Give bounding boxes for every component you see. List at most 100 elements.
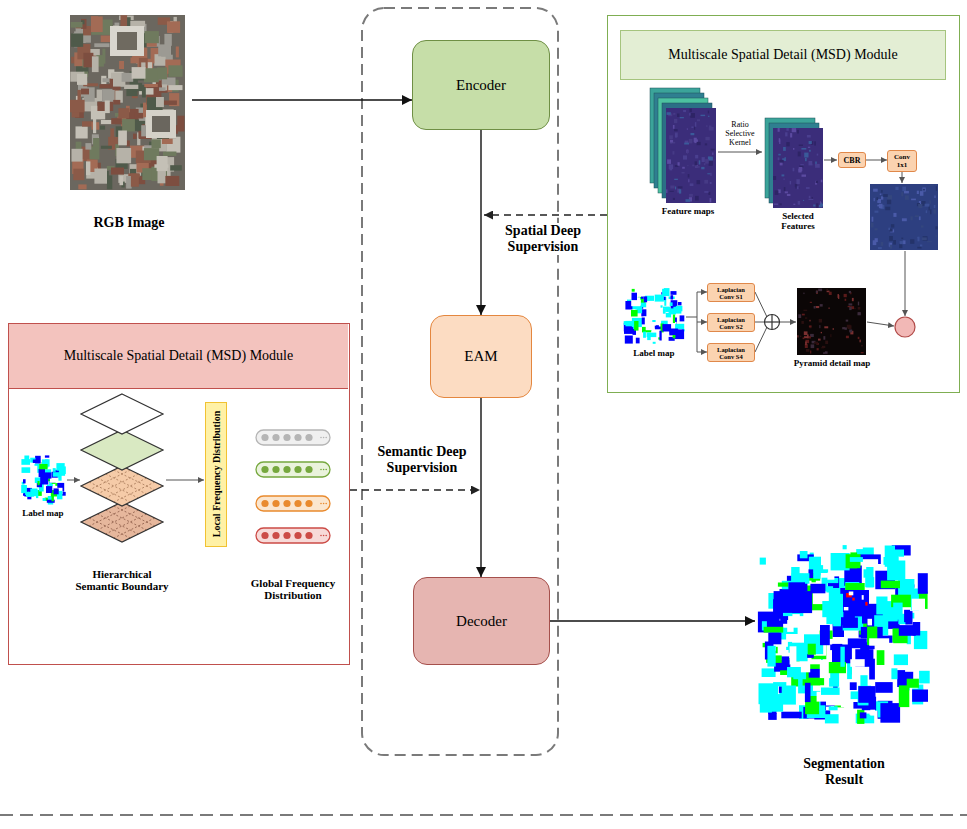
boundary-pyramid	[114, 470, 155, 490]
boundary-pyramid	[81, 394, 163, 434]
sum-symbol	[765, 315, 780, 330]
output-feature-image	[875, 228, 878, 230]
frequency-vectors	[272, 500, 279, 507]
output-feature-image	[926, 210, 927, 213]
label-map-image	[669, 329, 678, 336]
output-feature-image	[920, 245, 922, 247]
segmentation-image	[765, 554, 778, 562]
pyramid-detail-image	[797, 288, 866, 355]
feature-maps	[773, 128, 823, 208]
aerial-image	[71, 34, 83, 47]
label-map-image	[60, 467, 65, 475]
segmentation-image	[891, 668, 897, 679]
aerial-image	[71, 22, 83, 28]
output-feature-image	[915, 215, 919, 217]
output-feature-image	[870, 184, 938, 250]
aerial-image	[152, 139, 161, 148]
label-map-image	[652, 320, 655, 322]
segmentation-image	[825, 714, 839, 723]
feature-maps	[687, 165, 688, 166]
output-feature-image	[891, 224, 894, 227]
feature-maps	[821, 180, 823, 183]
segmentation-image	[921, 656, 927, 667]
aerial-image	[76, 126, 88, 138]
flow-arrow	[697, 292, 707, 293]
aerial-image	[168, 85, 182, 90]
frequency-vectors	[320, 535, 322, 537]
frequency-vectors	[261, 434, 268, 441]
feature-maps	[799, 145, 803, 147]
output-feature-image	[925, 204, 930, 207]
label-map-image	[624, 321, 627, 325]
aerial-image	[94, 43, 109, 47]
layer-box: Laplacian Conv S2	[707, 313, 755, 332]
output-feature-image	[885, 207, 890, 211]
pyramid-detail-image	[858, 337, 860, 339]
feature-maps	[705, 159, 709, 164]
segmentation-image	[850, 557, 863, 562]
segmentation-image	[790, 646, 797, 664]
sum-symbol	[771, 315, 772, 330]
feature-maps	[695, 196, 699, 201]
segmentation-image	[781, 656, 789, 664]
frequency-vectors	[325, 503, 327, 505]
label-map-image	[635, 307, 638, 310]
label-map-image	[52, 495, 54, 501]
feature-maps	[687, 128, 688, 129]
feature-maps	[670, 186, 674, 189]
output-feature-image	[878, 247, 882, 249]
aerial-image	[122, 73, 134, 82]
feature-maps	[780, 203, 782, 205]
feature-maps	[704, 191, 708, 193]
feature-maps	[697, 142, 701, 145]
feature-maps	[682, 167, 685, 169]
pyramid-detail-image	[806, 349, 810, 352]
pyramid-detail-image	[844, 294, 847, 297]
segmentation-image	[787, 667, 801, 677]
pyramid-detail-image	[800, 336, 801, 338]
pyramid-detail-image	[849, 303, 853, 305]
feature-maps	[670, 140, 673, 143]
panel-title: Multiscale Spatial Detail (MSD) Module	[9, 324, 348, 389]
feature-maps	[680, 117, 684, 118]
label-map-image	[642, 318, 645, 325]
pyramid-detail-image	[858, 302, 859, 306]
feature-maps	[695, 161, 697, 165]
aerial-image	[116, 148, 131, 163]
pyramid-detail-image	[816, 291, 818, 293]
annotation-label: Selected Features	[770, 211, 826, 231]
output-feature-image	[901, 192, 903, 196]
segmentation-image	[868, 619, 873, 626]
layer-box: Conv 1x1	[887, 150, 917, 172]
output-feature-image	[881, 197, 883, 200]
label-map-image	[22, 467, 31, 473]
aerial-image	[101, 146, 112, 149]
aerial-image	[111, 118, 122, 124]
label-map-image	[648, 287, 656, 292]
layer-box: Laplacian Conv S4	[707, 343, 755, 362]
segmentation-image	[764, 627, 784, 633]
segmentation-image	[858, 686, 875, 703]
annotation-label: Global Frequency Distribution	[240, 577, 346, 601]
feature-maps	[710, 173, 711, 176]
label-map-image	[678, 302, 682, 305]
feature-maps	[705, 137, 709, 140]
frequency-vectors	[305, 532, 312, 539]
aerial-image	[118, 131, 127, 146]
layer-box: Laplacian Conv S1	[707, 283, 755, 302]
aerial-image	[72, 149, 83, 162]
flow-arrow	[755, 327, 767, 352]
aerial-image	[107, 175, 112, 189]
boundary-pyramid	[106, 478, 147, 498]
pyramid-detail-image	[858, 307, 861, 310]
feature-maps	[701, 115, 706, 116]
label-map-image	[30, 466, 37, 475]
boundary-pyramid	[89, 482, 130, 502]
output-feature-image	[899, 244, 902, 249]
pyramid-detail-image	[848, 325, 852, 329]
frequency-vectors	[256, 462, 330, 477]
feature-maps	[712, 153, 713, 155]
segmentation-image	[893, 628, 899, 642]
segmentation-image	[820, 625, 830, 645]
aerial-image	[145, 31, 159, 43]
